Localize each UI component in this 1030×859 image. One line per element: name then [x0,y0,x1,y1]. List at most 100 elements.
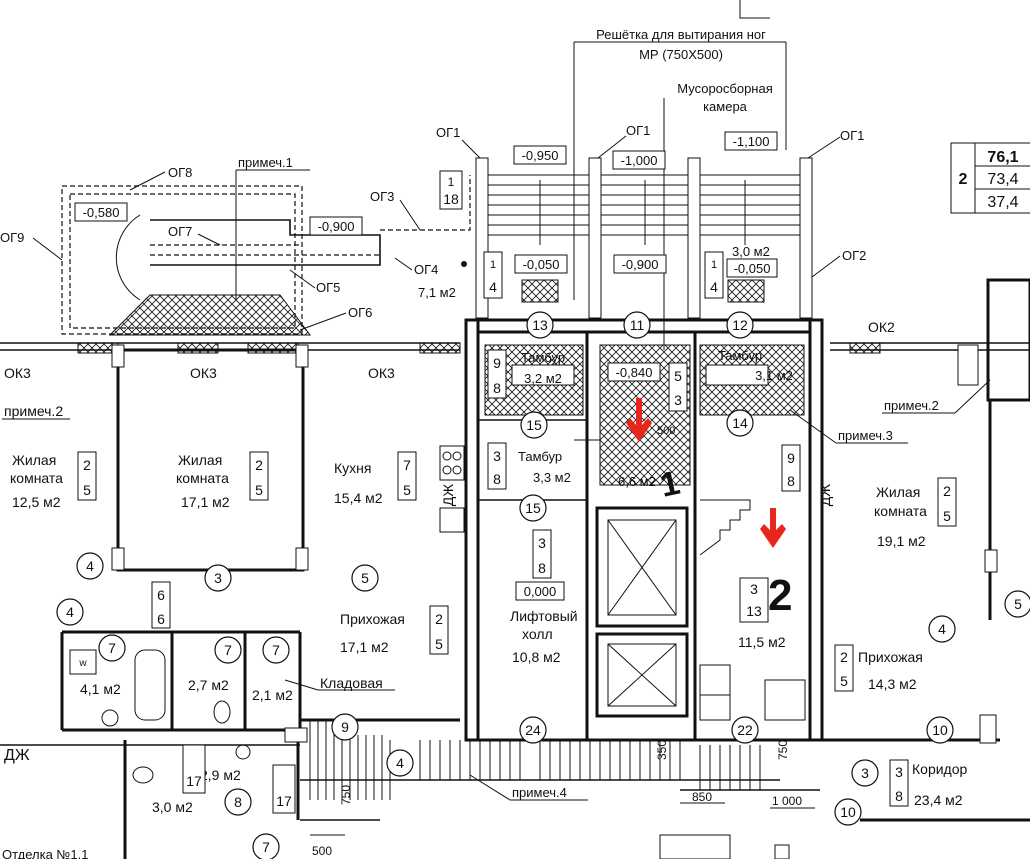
grate-title: Решётка для вытирания ног [596,27,766,42]
code-c1-top: 2 [83,457,91,473]
circle-marker-n4a: 4 [76,552,104,580]
legend-v1: 76,1 [987,149,1018,166]
circle-marker-n12: 12 [726,311,754,339]
corr-area: 23,4 м2 [914,792,963,808]
vest3-area: 3,1 м2 [755,368,793,383]
circle-marker-n7c: 7 [262,636,290,664]
circle-marker-n9: 9 [331,713,359,741]
vest1-area: 3,2 м2 [524,371,562,386]
code-c7-top: 5 [674,368,682,384]
circle-number-n12: 12 [732,317,748,333]
grate-callout: Решётка для вытирания ног МР (750Х500) [573,0,787,300]
red-arrow-1 [626,398,652,442]
code-c14-top: 1 [448,175,455,189]
dim-750a: 750 [339,785,353,805]
lift-name-1: Лифтовый [510,608,578,624]
ok3-b: ОК3 [190,365,217,381]
area-legend-table: 2 76,1 73,4 37,4 [950,142,1030,214]
code-c5-bottom: 8 [493,380,501,396]
circle-number-n8: 8 [234,794,242,810]
hall2-area: 14,3 м2 [868,676,917,692]
og5-label: ОГ5 [316,280,340,295]
wc5-area: 3,0 м2 [152,799,193,815]
code-c2-bottom: 5 [255,482,263,498]
lift-area: 10,8 м2 [512,649,561,665]
code-c3-bottom: 5 [403,482,411,498]
ok3-a: ОК3 [4,365,31,381]
circle-number-n5a: 5 [361,570,369,586]
circle-number-n22: 22 [737,722,753,738]
code-c16-top: 1 [711,259,717,271]
circle-marker-n15b: 15 [519,494,547,522]
og1a-label: ОГ1 [436,125,460,140]
dim-850: 850 [692,790,712,804]
level-5: -1,100 [733,134,770,149]
circle-number-n13: 13 [532,317,548,333]
circle-marker-n22: 22 [731,716,759,744]
circle-marker-n3b: 3 [851,759,879,787]
code-c1-bottom: 5 [83,482,91,498]
circle-marker-n11: 11 [623,311,651,339]
circle-marker-n14: 14 [726,409,754,437]
level-8: -0,050 [734,261,771,276]
circle-number-n24: 24 [525,722,541,738]
og3-label: ОГ3 [370,189,394,204]
code-c9-bottom: 8 [787,473,795,489]
ext1-area: 7,1 м2 [418,285,456,300]
circle-number-n10a: 10 [932,722,948,738]
hatch-area: 6,6 м2 [618,474,656,489]
lift-name-2: холл [522,626,553,642]
circle-number-n7b: 7 [224,642,232,658]
level-4: -1,000 [621,153,658,168]
storage-label: Кладовая [320,675,383,691]
code-c11-bottom: 5 [840,673,848,689]
circle-number-n7a: 7 [108,640,116,656]
circle-marker-n13: 13 [526,311,554,339]
circle-marker-n4c: 4 [928,615,956,643]
circle-number-n7d: 7 [262,839,270,855]
circle-number-n3a: 3 [214,570,222,586]
code-c4-bottom: 5 [435,636,443,652]
circle-number-n3b: 3 [861,765,869,781]
living3-name-2: комната [874,503,927,519]
circle-marker-n4d: 4 [386,749,414,777]
dj-label-3: ДЖ [817,484,833,506]
circle-number-n4c: 4 [938,621,946,637]
code-c3-top: 7 [403,457,411,473]
circle-marker-n15a: 15 [520,411,548,439]
code-c19: 17 [276,793,292,809]
note2b-label: примеч.2 [884,398,939,413]
code-c4-top: 2 [435,611,443,627]
circle-marker-n3a: 3 [204,564,232,592]
living2-name-1: Жилая [178,452,222,468]
ok2-d: ОК2 [868,319,895,335]
hall2-name: Прихожая [858,649,923,665]
circle-marker-n7b: 7 [214,636,242,664]
vest2-area: 3,3 м2 [533,470,571,485]
stair-area: 11,5 м2 [738,634,786,650]
living2-name-2: комната [176,470,229,486]
wc4-area: 2,9 м2 [200,767,241,783]
circle-number-n4b: 4 [66,604,74,620]
kitchen-name: Кухня [334,460,371,476]
circle-number-n10b: 10 [840,804,856,820]
code-c13-bottom: 6 [157,611,165,627]
code-c18: 17 [186,773,202,789]
circle-number-n14: 14 [732,415,748,431]
note3-label: примеч.3 [838,428,893,443]
code-c10-top: 2 [943,483,951,499]
circle-marker-n10a: 10 [926,716,954,744]
dj-label-2: ДЖ [4,747,30,764]
circle-marker-n7d: 7 [252,833,280,859]
vest3-name: Тамбур [718,348,762,363]
circle-marker-n10b: 10 [834,798,862,826]
circle-marker-n8: 8 [224,788,252,816]
code-c15-bottom: 4 [489,279,497,295]
level-9: -0,840 [616,365,653,380]
ok3-c: ОК3 [368,365,395,381]
kitchen-area: 15,4 м2 [334,490,383,506]
og7-label: ОГ7 [168,224,192,239]
circle-number-n7c: 7 [272,642,280,658]
apartment-right: примеч.2 Жилая комната 19,1 м2 2 5 ДЖ 2 … [659,278,1030,859]
